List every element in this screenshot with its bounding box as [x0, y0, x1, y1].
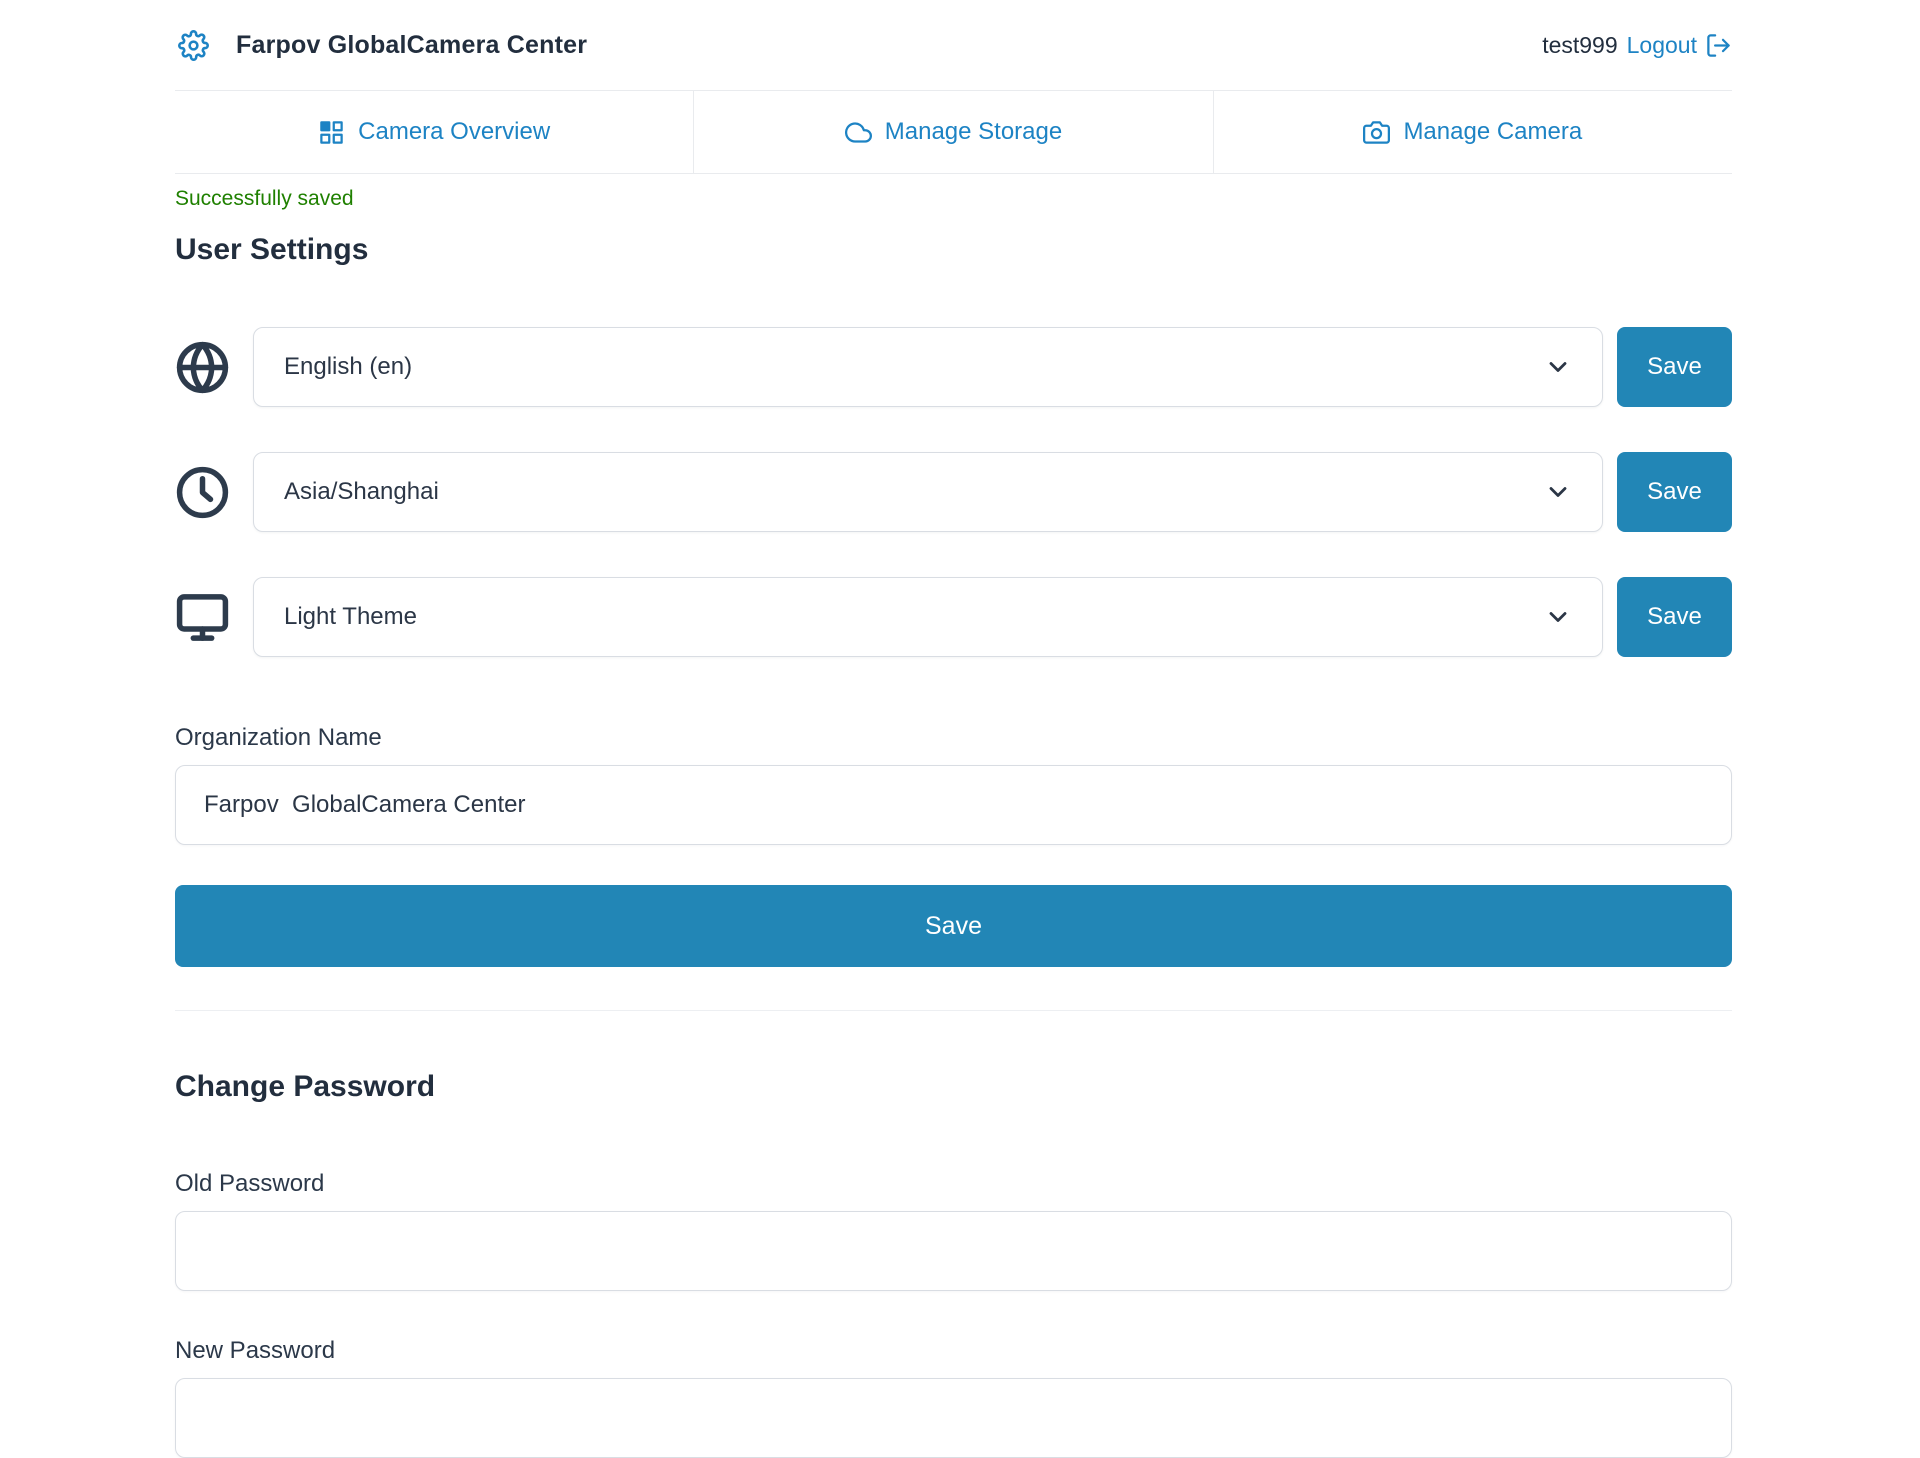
organization-name-label: Organization Name	[175, 724, 382, 751]
tab-manage-storage[interactable]: Manage Storage	[693, 91, 1212, 173]
logout-label: Logout	[1626, 31, 1697, 58]
language-select[interactable]: English (en)	[253, 327, 1603, 407]
theme-select-value: Light Theme	[284, 603, 417, 630]
change-password-heading: Change Password	[175, 1070, 436, 1103]
chevron-down-icon	[1544, 353, 1572, 381]
monitor-icon	[175, 590, 253, 645]
tab-label: Camera Overview	[358, 118, 551, 145]
timezone-select[interactable]: Asia/Shanghai	[253, 452, 1603, 532]
theme-select[interactable]: Light Theme	[253, 577, 1603, 657]
tab-label: Manage Storage	[884, 118, 1063, 145]
grid-icon	[320, 120, 343, 144]
old-password-label: Old Password	[175, 1170, 325, 1197]
timezone-row: Asia/Shanghai Save	[175, 452, 1732, 532]
brand: Farpov GlobalCamera Center	[175, 29, 588, 61]
save-settings-button[interactable]: Save	[175, 885, 1732, 967]
language-row: English (en) Save	[175, 327, 1732, 407]
page-container: Farpov GlobalCamera Center test999 Logou…	[175, 0, 1732, 1458]
gear-icon	[178, 29, 209, 61]
new-password-label: New Password	[175, 1337, 336, 1364]
chevron-down-icon	[1544, 603, 1572, 631]
tab-label: Manage Camera	[1403, 118, 1583, 145]
logout-button[interactable]: Logout	[1627, 32, 1732, 59]
settings-rows: English (en) Save Asia/Shanghai Save	[175, 327, 1732, 657]
clock-icon	[175, 465, 253, 520]
success-message: Successfully saved	[175, 187, 354, 210]
user-settings-heading: User Settings	[175, 233, 369, 266]
theme-row: Light Theme Save	[175, 577, 1732, 657]
new-password-input[interactable]	[175, 1378, 1732, 1458]
timezone-select-value: Asia/Shanghai	[284, 478, 439, 505]
organization-name-input[interactable]	[175, 765, 1732, 845]
tab-bar: Camera Overview Manage Storage Manage Ca…	[175, 91, 1732, 174]
timezone-save-button[interactable]: Save	[1617, 452, 1732, 532]
page-title: Farpov GlobalCamera Center	[236, 30, 588, 59]
theme-save-button[interactable]: Save	[1617, 577, 1732, 657]
globe-icon	[175, 340, 253, 395]
language-save-button[interactable]: Save	[1617, 327, 1732, 407]
language-select-value: English (en)	[284, 353, 413, 380]
cloud-icon	[844, 121, 872, 143]
old-password-input[interactable]	[175, 1211, 1732, 1291]
section-divider	[175, 1010, 1732, 1011]
header-right: test999 Logout	[1542, 32, 1732, 59]
chevron-down-icon	[1544, 478, 1572, 506]
tab-camera-overview[interactable]: Camera Overview	[175, 91, 693, 173]
username: test999	[1542, 31, 1618, 58]
tab-manage-camera[interactable]: Manage Camera	[1212, 91, 1732, 173]
logout-icon	[1707, 33, 1730, 57]
app-header: Farpov GlobalCamera Center test999 Logou…	[175, 0, 1732, 91]
camera-icon	[1363, 120, 1391, 144]
